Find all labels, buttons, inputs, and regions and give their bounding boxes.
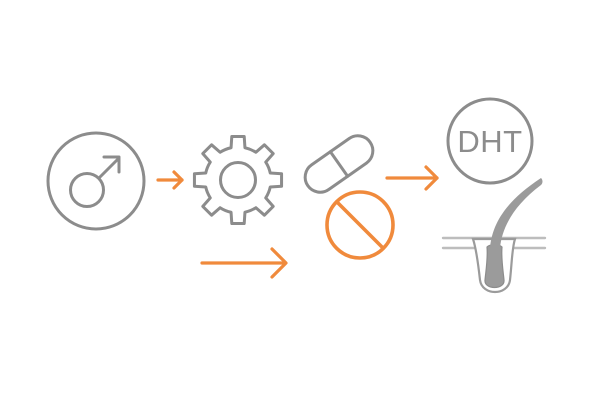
arrow-capsule-to-dht xyxy=(385,165,439,191)
gear-icon xyxy=(192,134,284,226)
dht-hormone-icon: DHT xyxy=(446,97,534,185)
hair-shaft xyxy=(490,178,543,248)
arrow-lower-long xyxy=(200,247,288,279)
prohibited-icon xyxy=(325,190,395,260)
hair-follicle-icon xyxy=(441,178,547,294)
capsule-icon xyxy=(303,134,375,194)
arrow-male-to-gear xyxy=(156,170,184,190)
male-symbol-icon xyxy=(46,131,146,231)
follicle-bulb xyxy=(484,244,505,289)
dht-label: DHT xyxy=(457,124,522,159)
